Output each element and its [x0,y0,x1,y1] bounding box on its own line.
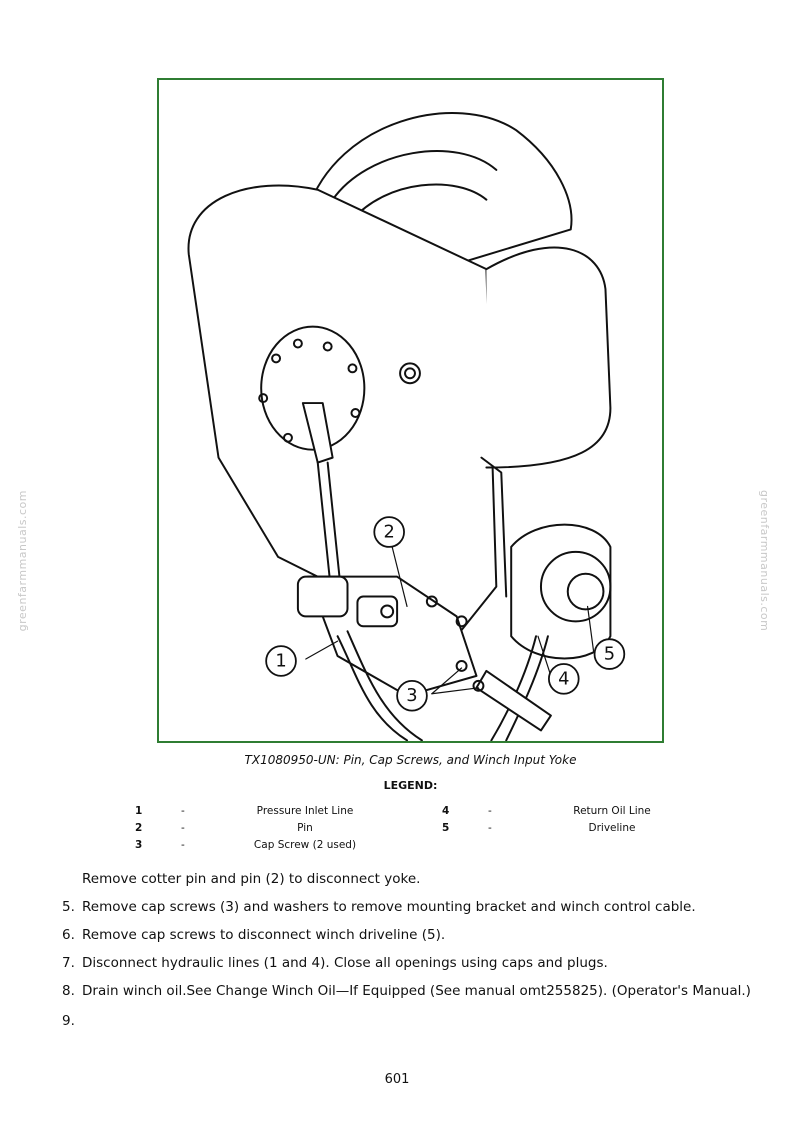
legend-dash: - [488,805,492,817]
legend-description: Pressure Inlet Line [256,805,354,817]
pressure-inlet-line [336,635,409,741]
svg-text:2: 2 [383,522,394,543]
driveline [475,669,552,732]
legend-description: Driveline [588,822,636,834]
step-number: 6. [62,927,75,943]
legend-title: LEGEND: [383,779,438,792]
legend-description: Pin [297,822,313,834]
drum-cover [260,325,366,451]
callout-1: 1 [265,645,297,677]
callout-3: 3 [396,679,428,712]
svg-text:1: 1 [275,651,286,672]
instruction-step: 8. Drain winch oil.See Change Winch Oil—I… [62,983,751,999]
instruction-step: 9. [62,1013,82,1029]
legend-dash: - [181,805,185,817]
svg-text:4: 4 [558,668,569,689]
legend-number: 5 [442,822,450,834]
legend-dash: - [488,822,492,834]
callout-2: 2 [373,516,405,548]
winch-illustration: 1 2 3 4 5 [157,78,664,743]
step-text: Remove cotter pin and pin (2) to disconn… [82,871,421,887]
instruction-step: 7. Disconnect hydraulic lines (1 and 4). … [62,955,608,971]
legend-description: Cap Screw (2 used) [253,839,357,851]
step-text: Disconnect hydraulic lines (1 and 4). Cl… [82,955,608,971]
step-text: Drain winch oil.See Change Winch Oil—If … [82,983,751,999]
svg-text:3: 3 [406,685,417,706]
svg-text:5: 5 [604,644,615,665]
legend-number: 1 [135,805,143,817]
callout-4: 4 [548,663,580,695]
callout-5: 5 [593,638,626,670]
instruction-step: 5. Remove cap screws (3) and washers to r… [62,899,696,915]
legend-number: 2 [135,822,143,834]
legend-description: Return Oil Line [573,805,651,817]
step-number: 7. [62,955,75,971]
step-text: Remove cap screws to disconnect winch dr… [82,927,446,943]
step-text: Remove cap screws (3) and washers to rem… [82,899,696,915]
legend-number: 4 [442,805,450,817]
step-number: 5. [62,899,75,915]
page-number: 601 [384,1072,410,1087]
step-number: 9. [62,1013,75,1029]
legend-number: 3 [135,839,143,851]
control-lever [301,402,334,464]
instruction-step: 6. Remove cap screws to disconnect winch … [62,927,445,943]
watermark-right: greenfarmmanuals.com [758,490,771,632]
watermark-left: greenfarmmanuals.com [16,490,29,632]
legend-dash: - [181,839,185,851]
legend-dash: - [181,822,185,834]
instruction-step: Remove cotter pin and pin (2) to disconn… [62,871,420,887]
figure-caption: TX1080950-UN: Pin, Cap Screws, and Winch… [244,753,577,767]
input-yoke-housing [510,523,612,660]
step-number: 8. [62,983,75,999]
